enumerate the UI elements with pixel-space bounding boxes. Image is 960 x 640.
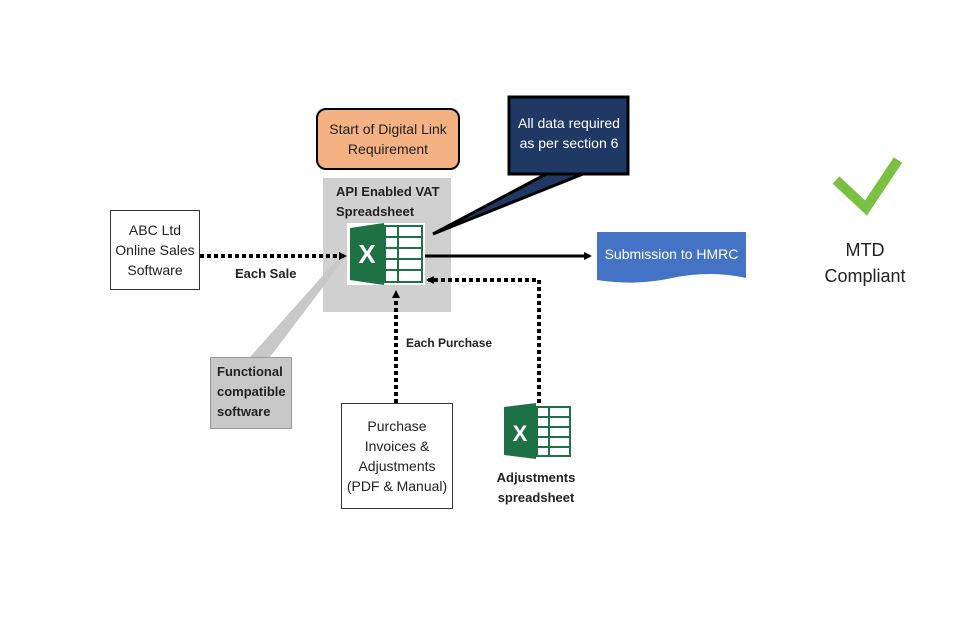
sales-line2: Online Sales [115,242,195,258]
each-purchase-label: Each Purchase [406,336,493,350]
svg-text:X: X [358,239,376,269]
each-sale-label: Each Sale [235,266,297,281]
submission-label: Submission to HMRC [604,246,739,262]
adjustments-excel-icon: X [502,403,572,459]
sales-line3: Software [127,262,183,278]
svg-text:X: X [513,421,528,446]
data-callout-line2: as per section 6 [519,135,619,151]
submission-shape [597,232,746,283]
data-callout-line1: All data required [518,115,620,131]
compliant-line1: MTD [845,240,885,260]
adjustments-arrow [426,276,541,403]
functional-callout-tail [250,258,345,357]
purchase-invoices-box: Purchase Invoices & Adjustments (PDF & M… [341,403,453,509]
data-callout-text: All data required as per section 6 [512,112,626,154]
adjustments-line2: spreadsheet [497,490,575,505]
purchase-line3: Adjustments [358,458,436,474]
mtd-compliant-label: MTD Compliant [815,237,915,289]
purchase-line1: Purchase [367,418,427,434]
start-digital-link-box: Start of Digital Link Requirement [316,108,460,170]
adjustments-label: Adjustments spreadsheet [486,468,586,508]
spreadsheet-line1: API Enabled VAT [336,184,440,199]
functional-line2: compatible [217,384,286,399]
adjustments-line1: Adjustments [496,470,576,485]
sales-line1: ABC Ltd [128,222,182,238]
excel-icon: X [347,223,425,285]
purchase-line4: (PDF & Manual) [346,478,448,494]
functional-line1: Functional [217,364,283,379]
purchase-line2: Invoices & [364,438,430,454]
functional-software-box: Functional compatible software [210,357,292,429]
compliant-line2: Compliant [824,266,906,286]
spreadsheet-line2: Spreadsheet [336,204,415,219]
data-callout-tail [432,170,589,236]
checkmark-icon [832,157,903,216]
start-box-line2: Requirement [347,141,429,157]
sales-software-box: ABC Ltd Online Sales Software [110,210,200,290]
functional-line3: software [217,404,271,419]
spreadsheet-label: API Enabled VAT Spreadsheet [336,182,446,222]
start-box-line1: Start of Digital Link [329,121,447,137]
